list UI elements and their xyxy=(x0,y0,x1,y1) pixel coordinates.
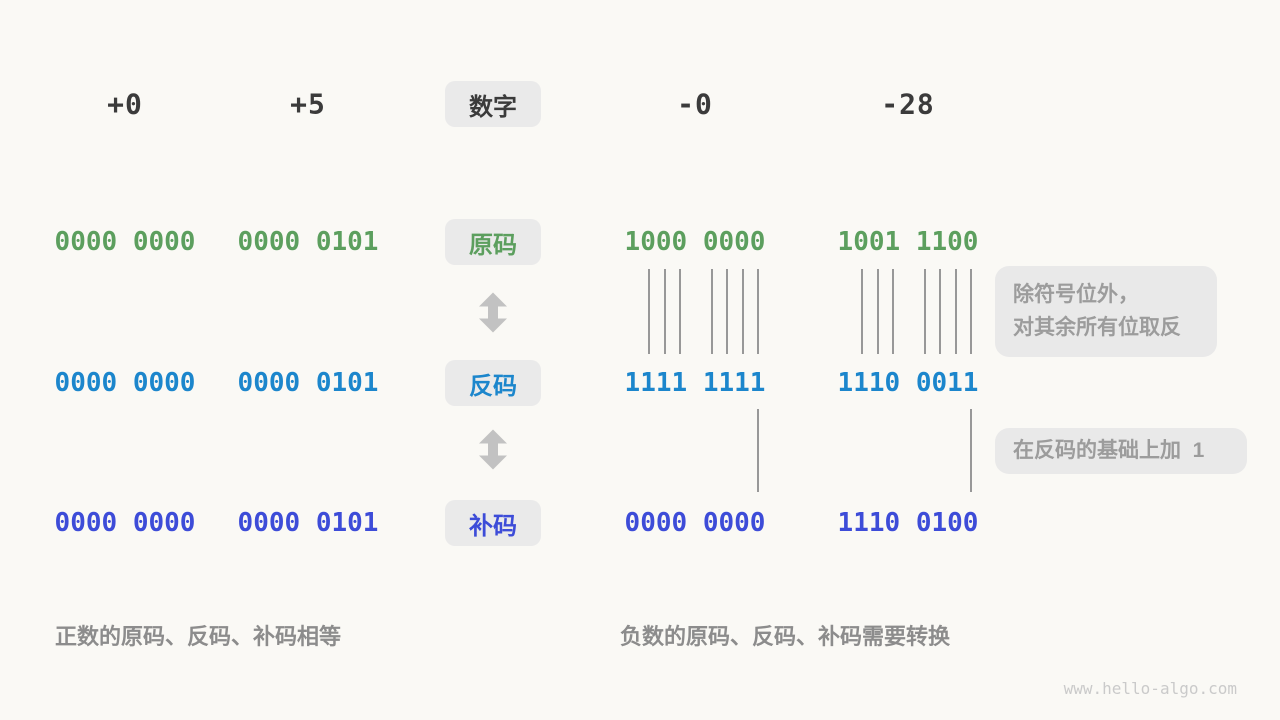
ones-complement-minus0: 1111 1111 xyxy=(624,368,766,398)
bit-flip-line xyxy=(648,269,650,354)
sign-magnitude-minus0: 1000 0000 xyxy=(624,227,766,257)
bit-flip-line xyxy=(877,269,879,354)
bit-flip-line xyxy=(664,269,666,354)
updown-arrow-icon xyxy=(479,429,507,475)
note-flip-bits-line1: 除符号位外， xyxy=(1013,282,1139,306)
ones-complement-plus5: 0000 0101 xyxy=(237,368,379,398)
twos-complement-minus28: 1110 0100 xyxy=(837,508,979,538)
bit-flip-line xyxy=(970,269,972,354)
bit-flip-line xyxy=(861,269,863,354)
pill-twos-complement: 补码 xyxy=(445,500,541,546)
twos-complement-minus0: 0000 0000 xyxy=(624,508,766,538)
bit-flip-line xyxy=(757,269,759,354)
bit-flip-line xyxy=(892,269,894,354)
twos-complement-plus5: 0000 0101 xyxy=(237,508,379,538)
sign-magnitude-plus5: 0000 0101 xyxy=(237,227,379,257)
header-value-minus0: -0 xyxy=(677,87,713,121)
updown-arrow-icon xyxy=(479,292,507,338)
bit-flip-line xyxy=(726,269,728,354)
twos-complement-plus0: 0000 0000 xyxy=(54,508,196,538)
header-value-plus0: +0 xyxy=(107,87,143,121)
watermark: www.hello-algo.com xyxy=(1063,679,1237,698)
pill-number: 数字 xyxy=(445,81,541,127)
note-add-one-line1: 在反码的基础上加 1 xyxy=(1013,438,1205,462)
bit-flip-line xyxy=(955,269,957,354)
bit-flip-line xyxy=(924,269,926,354)
add-one-line xyxy=(757,409,759,492)
caption-positive: 正数的原码、反码、补码相等 xyxy=(55,624,342,649)
pill-ones-complement: 反码 xyxy=(445,360,541,406)
add-one-line xyxy=(970,409,972,492)
sign-magnitude-minus28: 1001 1100 xyxy=(837,227,979,257)
ones-complement-plus0: 0000 0000 xyxy=(54,368,196,398)
pill-sign-magnitude: 原码 xyxy=(445,219,541,265)
note-flip-bits-line2: 对其余所有位取反 xyxy=(1013,315,1181,339)
note-add-one: 在反码的基础上加 1 xyxy=(995,428,1247,474)
note-flip-bits: 除符号位外， 对其余所有位取反 xyxy=(995,266,1217,357)
bit-flip-line xyxy=(679,269,681,354)
bit-flip-line xyxy=(711,269,713,354)
bit-flip-line xyxy=(742,269,744,354)
sign-magnitude-plus0: 0000 0000 xyxy=(54,227,196,257)
header-value-minus28: -28 xyxy=(881,87,935,121)
bit-flip-line xyxy=(939,269,941,354)
caption-negative: 负数的原码、反码、补码需要转换 xyxy=(620,624,951,649)
header-value-plus5: +5 xyxy=(290,87,326,121)
ones-complement-minus28: 1110 0011 xyxy=(837,368,979,398)
